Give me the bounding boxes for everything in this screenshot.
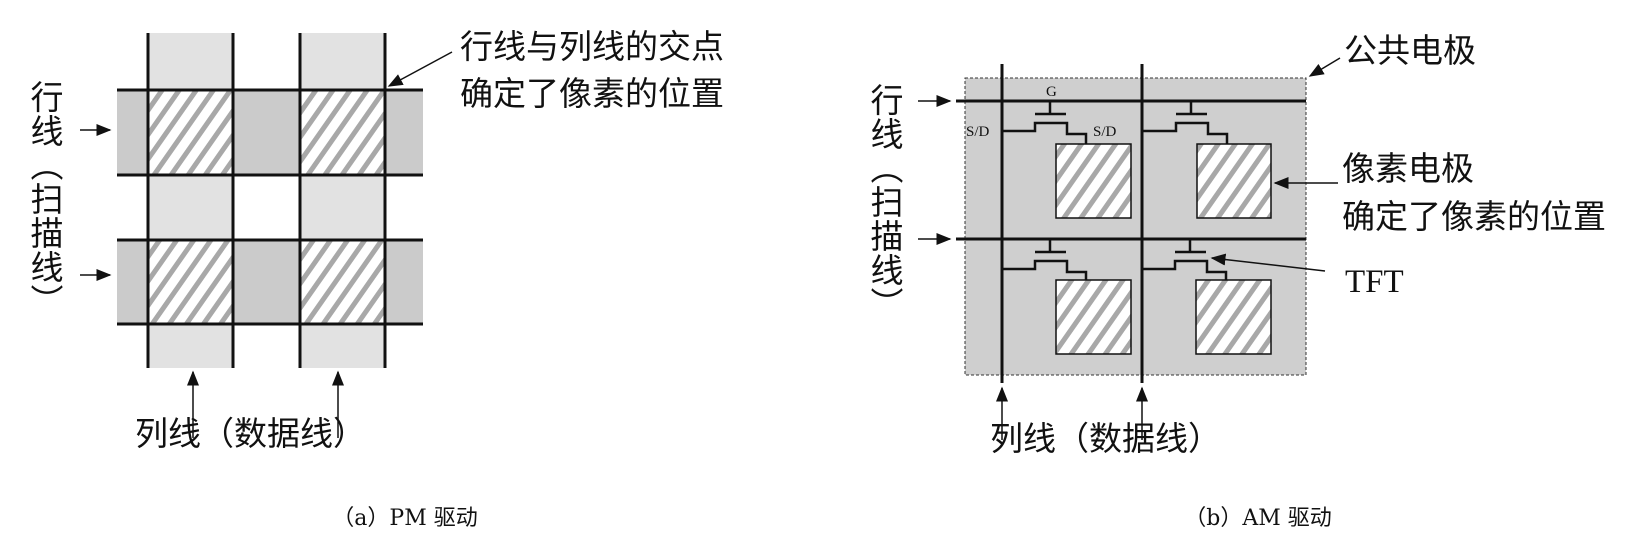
common-electrode-label: 公共电极 bbox=[1344, 31, 1476, 70]
intersection-note-line1: 行线与列线的交点 bbox=[460, 27, 724, 66]
intersection-arrow bbox=[387, 51, 453, 87]
source-drain-left-label: S/D bbox=[966, 124, 990, 140]
pixel-intersection bbox=[148, 90, 233, 175]
pixel-electrode bbox=[1195, 279, 1272, 355]
column-line-label: 列线（数据线） bbox=[990, 419, 1221, 458]
pixel-intersection bbox=[300, 90, 385, 175]
caption-a: （a）PM 驱动 bbox=[332, 506, 478, 531]
tft-arrow bbox=[1210, 253, 1326, 272]
tft bbox=[1142, 101, 1229, 144]
pm-matrix bbox=[80, 33, 453, 438]
gate-label: G bbox=[1046, 84, 1057, 100]
tft-label: TFT bbox=[1345, 264, 1404, 300]
tft bbox=[1142, 239, 1228, 280]
row-line-label: 行线（扫描线） bbox=[25, 80, 64, 318]
pixel-electrode-label: 像素电极 bbox=[1342, 149, 1474, 188]
tft bbox=[1002, 239, 1088, 280]
tft-transistors bbox=[1002, 101, 1229, 280]
caption-b: （b）AM 驱动 bbox=[1184, 506, 1332, 531]
pixel-electrode bbox=[1196, 143, 1272, 219]
row-line-label: 行线（扫描线） bbox=[865, 83, 904, 321]
pixel-electrode bbox=[1055, 279, 1132, 355]
am-matrix bbox=[918, 57, 1341, 440]
pixel-intersection bbox=[300, 240, 385, 324]
pixel-position-note: 确定了像素的位置 bbox=[1342, 197, 1606, 236]
source-drain-right-label: S/D bbox=[1093, 124, 1117, 140]
pixel-electrode bbox=[1055, 143, 1132, 219]
column-line-label: 列线（数据线） bbox=[135, 414, 366, 453]
tft bbox=[1002, 101, 1088, 144]
intersection-note-line2: 确定了像素的位置 bbox=[460, 74, 724, 113]
pixel-intersection bbox=[148, 240, 233, 324]
common-electrode-arrow bbox=[1308, 57, 1341, 77]
